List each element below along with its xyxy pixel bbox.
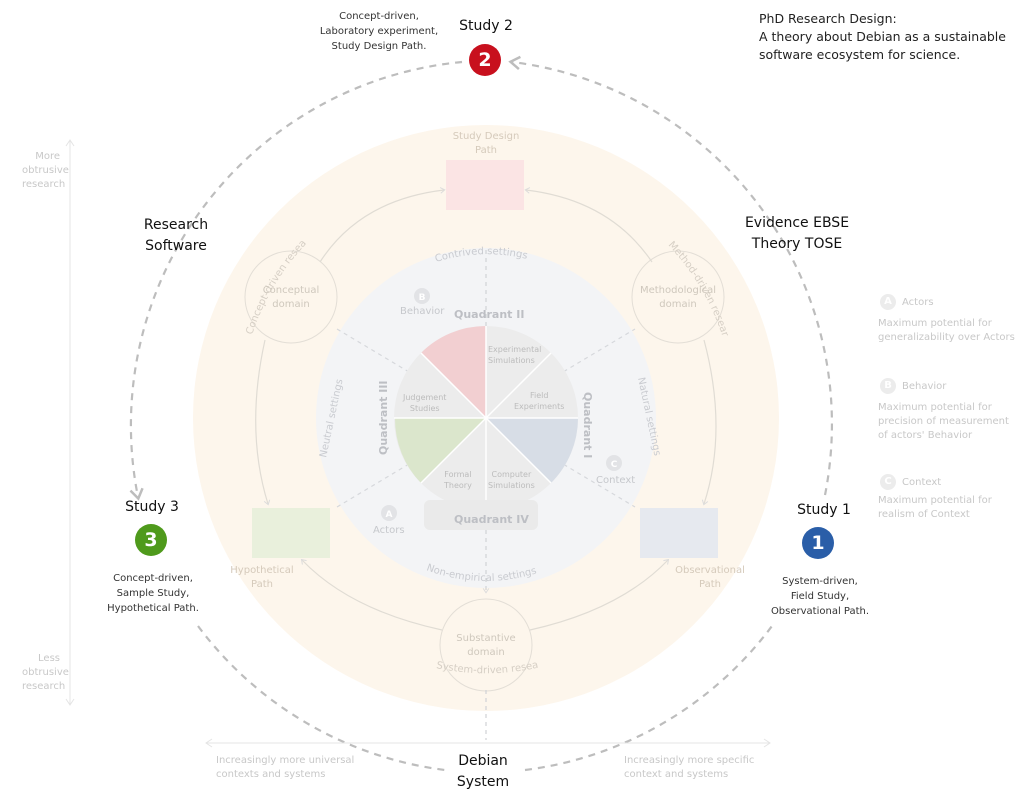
legend-behavior-icon: B xyxy=(880,378,896,394)
arc-conceptual-to-study-design xyxy=(319,187,446,263)
arc-substantive-to-hypothetical xyxy=(300,558,443,631)
svg-text:A: A xyxy=(386,510,393,520)
experimental-simulations-label: Experimental Simulations xyxy=(488,345,542,365)
page-title: PhD Research Design: xyxy=(759,11,897,26)
pie-slice-blue xyxy=(486,418,578,483)
cycle-arc-study1-to-study2 xyxy=(508,55,833,496)
study2-description: Concept-driven, Laboratory experiment, S… xyxy=(319,11,439,52)
actors-marker-label: Actors xyxy=(373,525,405,536)
marker-a: A xyxy=(381,505,397,521)
conceptual-domain-circle xyxy=(244,250,338,344)
less-obtrusive-label: Less obtrusive research xyxy=(22,653,69,692)
substantive-domain-label: Substantive domain xyxy=(456,633,516,658)
cycle-arc-study2-to-study3 xyxy=(129,60,463,501)
context-marker-label: Context xyxy=(596,475,636,486)
evidence-label: Evidence EBSE Theory TOSE xyxy=(744,215,850,252)
legend-context-title: Context xyxy=(902,477,942,488)
hypothetical-box xyxy=(252,508,330,558)
quadrant-iv-label: Quadrant IV xyxy=(454,513,529,526)
quadrant-iii-label: Quadrant III xyxy=(377,380,390,455)
study-design-box xyxy=(446,160,524,210)
arc-methodological-to-observational xyxy=(701,339,717,506)
hypothetical-path-label: Hypothetical Path xyxy=(230,565,294,590)
pie-slice-red xyxy=(421,326,486,418)
judgement-studies-label: Judgement Studies xyxy=(403,393,447,413)
diag-line-2 xyxy=(336,328,636,508)
methodological-domain-circle xyxy=(631,250,725,344)
specific-label: Increasingly more specific context and s… xyxy=(624,755,755,780)
universal-label: Increasingly more universal contexts and… xyxy=(216,755,355,780)
observational-box xyxy=(640,508,718,558)
study2-badge: 2 xyxy=(469,44,501,76)
arc-substantive-to-observational xyxy=(529,558,670,631)
study-design-path-label: Study Design Path xyxy=(452,131,520,156)
field-experiments-label: Field Experiments xyxy=(514,391,565,411)
study1-label: Study 1 xyxy=(797,502,851,518)
study1-badge: 1 xyxy=(802,527,834,559)
formal-theory-label: Formal Theory xyxy=(444,470,472,490)
quadrant-i-label: Quadrant I xyxy=(581,392,594,458)
cycle-arc-debian-to-study1 xyxy=(524,625,773,772)
study3-label: Study 3 xyxy=(125,499,179,515)
page-subtitle: A theory about Debian as a sustainable s… xyxy=(759,29,1006,62)
legend-actors-icon: A xyxy=(880,294,896,310)
study3-description: Concept-driven, Sample Study, Hypothetic… xyxy=(107,573,199,614)
computer-simulations-label: Computer Simulations xyxy=(488,470,535,490)
legend-actors-desc: Maximum potential for generalizability o… xyxy=(878,318,1015,343)
more-obtrusive-label: More obtrusive research xyxy=(22,151,69,190)
observational-path-label: Observational Path xyxy=(675,565,745,590)
legend-context-desc: Maximum potential for realism of Context xyxy=(878,495,992,520)
research-software-label: Research Software xyxy=(143,217,209,254)
legend-context-icon: C xyxy=(880,474,896,490)
quadrant-ii-label: Quadrant II xyxy=(454,308,524,321)
arc-conceptual-to-hypothetical xyxy=(255,339,271,506)
study1-description: System-driven, Field Study, Observationa… xyxy=(770,576,870,617)
diag-line-1 xyxy=(336,328,636,508)
cycle-arc-study3-to-debian xyxy=(197,625,446,772)
study2-label: Study 2 xyxy=(459,18,513,34)
study3-badge: 3 xyxy=(135,524,167,556)
marker-b: B xyxy=(414,288,430,304)
debian-system-label: Debian System xyxy=(456,753,510,790)
pie-slice-green xyxy=(394,418,486,483)
arc-methodological-to-study-design xyxy=(524,187,653,263)
svg-text:B: B xyxy=(419,293,426,303)
legend-behavior-title: Behavior xyxy=(902,381,947,392)
methodological-domain-label: Methodological domain xyxy=(639,285,717,310)
quadrant-pie xyxy=(394,326,578,530)
conceptual-domain-label: Conceptual domain xyxy=(262,285,320,310)
quadrant-iv-plate xyxy=(424,500,538,530)
behavior-marker-label: Behavior xyxy=(400,306,445,317)
svg-text:C: C xyxy=(611,460,618,470)
legend-behavior-desc: Maximum potential for precision of measu… xyxy=(878,402,1009,441)
legend-actors-title: Actors xyxy=(902,297,934,308)
marker-c: C xyxy=(606,455,622,471)
